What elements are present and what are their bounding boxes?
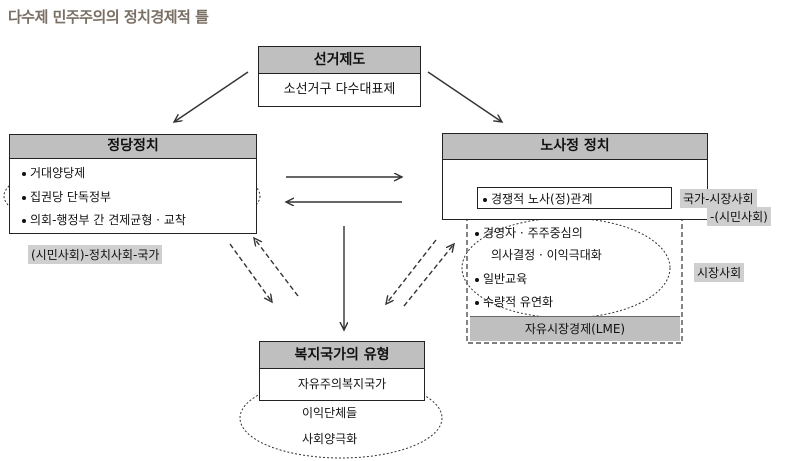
labor-item-0: 경쟁적 노사(정)관계 <box>483 190 593 207</box>
market-society-label: 시장사회 <box>694 263 745 282</box>
state-market-label-1: 국가-시장사회 <box>680 189 757 208</box>
dashed-arrow-welfare-to-labor <box>403 244 454 307</box>
party-politics-header: 정당정치 <box>10 135 256 159</box>
dashed-arrow-welfare-to-party <box>254 238 299 297</box>
electoral-system-box: 선거제도 소선거구 다수대표제 <box>258 46 421 107</box>
bullet-icon <box>22 195 26 200</box>
labor-item-3: 일반교육 <box>475 270 527 287</box>
social-polarization-text: 사회양극화 <box>302 432 358 446</box>
bullet-icon <box>475 277 479 282</box>
electoral-system-body: 소선거구 다수대표제 <box>283 82 396 97</box>
state-market-label-2: -(시민사회) <box>707 207 771 226</box>
welfare-state-header: 복지국가의 유형 <box>260 342 424 369</box>
page-title: 다수제 민주주의의 정치경제적 틀 <box>8 8 209 26</box>
arrow-electoral-to-party <box>174 71 249 122</box>
bullet-icon <box>22 218 26 223</box>
bullet-icon <box>475 300 479 305</box>
party-item-0: 거대양당제 <box>22 164 85 181</box>
dashed-arrow-labor-to-welfare <box>386 239 437 304</box>
welfare-state-box: 복지국가의 유형 자유주의복지국가 <box>259 341 425 401</box>
lme-footer: 자유시장경제(LME) <box>470 316 680 341</box>
bullet-icon <box>475 231 479 236</box>
arrow-electoral-to-labor <box>427 71 502 122</box>
labor-item-1: 경영자 · 주주중심의 <box>475 224 583 241</box>
welfare-state-body: 자유주의복지국가 <box>297 377 387 391</box>
labor-item-2: 의사결정 · 이익극대화 <box>491 248 602 262</box>
labor-politics-header: 노사정 정치 <box>443 134 707 160</box>
party-item-2: 의회-행정부 간 견제균형 · 교착 <box>22 211 186 228</box>
interest-groups-text: 이익단체들 <box>302 406 358 420</box>
civil-society-label: (시민사회)-정치사회-국가 <box>28 245 163 264</box>
electoral-system-header: 선거제도 <box>259 47 420 74</box>
labor-item-4: 수량적 유연화 <box>475 293 553 310</box>
bullet-icon <box>483 197 487 202</box>
welfare-dotted-ellipse <box>239 377 443 459</box>
lme-footer-label: 자유시장경제(LME) <box>524 322 626 336</box>
dashed-arrow-party-to-welfare <box>229 243 272 302</box>
bullet-icon <box>22 171 26 176</box>
party-item-1: 집권당 단독정부 <box>22 188 111 205</box>
competitive-relations-box <box>477 187 672 209</box>
party-politics-box: 정당정치 <box>9 134 257 234</box>
